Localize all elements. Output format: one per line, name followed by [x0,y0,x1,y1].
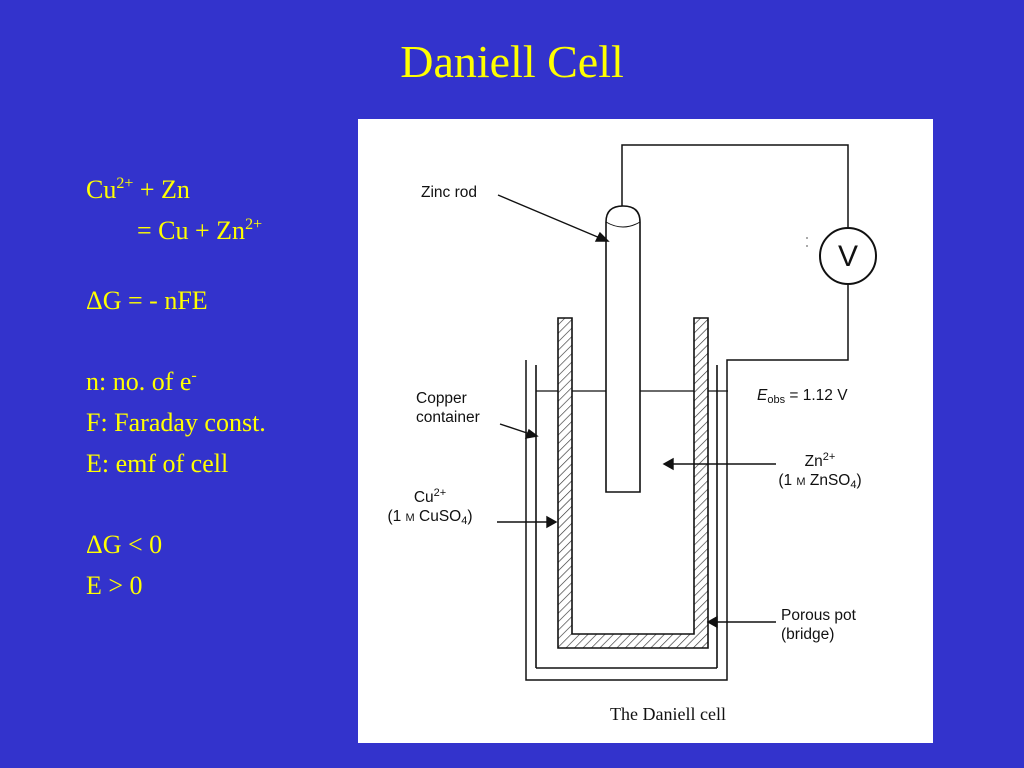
emf-condition: E > 0 [86,571,143,600]
f-definition: F: Faraday const. [86,408,266,437]
diagram-caption: The Daniell cell [610,704,726,724]
cu-ion-label: Cu2+ (1 M CuSO4) [387,487,473,527]
e-definition: E: emf of cell [86,449,229,478]
voltmeter-icon [819,227,877,285]
zinc-rod-icon [605,205,641,493]
reaction-left: Cu2+ + Zn [86,175,190,204]
copper-container-label: Copper container [416,390,480,426]
porous-pot-icon [557,317,709,649]
zn-ion-label: Zn2+ (1 M ZnSO4) [778,451,862,491]
zinc-rod-label: Zinc rod [421,184,477,201]
voltmeter-label: V [837,240,858,273]
gibbs-condition: ΔG < 0 [86,530,163,559]
circuit-wire [525,144,849,681]
panel-ticks [806,237,808,247]
eobs-label: Eobs = 1.12 V [757,387,848,406]
gibbs-equation: ΔG = - nFE [86,286,208,315]
reaction-right: = Cu + Zn2+ [137,216,263,245]
n-definition: n: no. of e- [86,367,197,396]
leader-arrows [497,194,776,629]
porous-pot-label: Porous pot (bridge) [781,607,856,643]
slide-title: Daniell Cell [400,36,624,87]
